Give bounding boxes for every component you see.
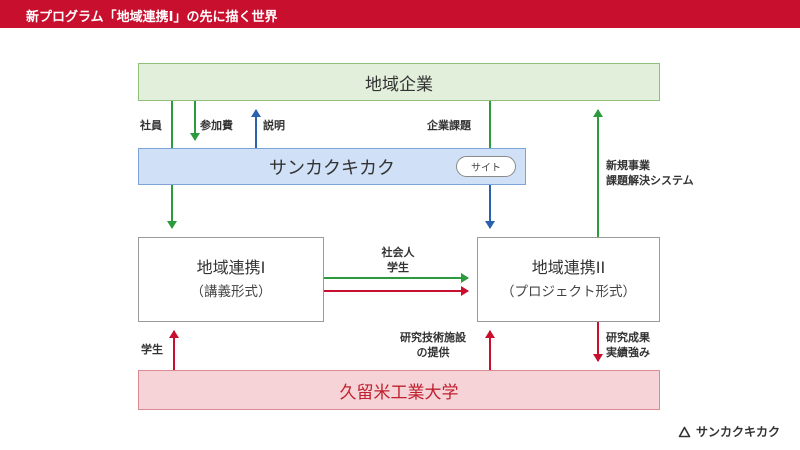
label-facilities-1: 研究技術施設 — [400, 331, 466, 344]
link2-subtitle: （プロジェクト形式） — [501, 283, 636, 300]
label-students: 学生 — [141, 343, 163, 356]
triangle-logo-icon — [678, 426, 691, 437]
box-regional-link-1: 地域連携I （講義形式） — [138, 237, 324, 322]
link1-subtitle: （講義形式） — [190, 283, 272, 300]
label-members-1: 社会人 — [381, 246, 415, 259]
label-facilities-2: の提供 — [416, 346, 450, 359]
site-button[interactable]: サイト — [456, 156, 516, 177]
page-title: 新プログラム「地域連携I」の先に描く世界 — [26, 10, 278, 25]
link1-title: 地域連携I — [196, 257, 266, 277]
label-members-2: 学生 — [387, 261, 409, 274]
university-label: 久留米工業大学 — [339, 382, 459, 403]
label-employees: 社員 — [140, 119, 162, 132]
box-regional-companies: 地域企業 — [138, 63, 660, 101]
sankaku-label: サンカクキカク — [269, 157, 395, 179]
label-new-business-1: 新規事業 — [606, 159, 650, 172]
company-label: 地域企業 — [365, 74, 433, 95]
label-new-business-2: 課題解決システム — [606, 174, 694, 187]
site-button-label: サイト — [471, 163, 501, 174]
label-company-issues: 企業課題 — [427, 119, 471, 132]
header-bar: 新プログラム「地域連携I」の先に描く世界 — [0, 0, 800, 28]
label-explain: 説明 — [263, 119, 285, 132]
brand-name: サンカクキカク — [695, 425, 780, 439]
label-results-1: 研究成果 — [606, 331, 650, 344]
brand-logo: サンカクキカク — [678, 423, 780, 440]
label-results-2: 実績強み — [606, 346, 650, 359]
link2-title: 地域連携II — [531, 257, 606, 277]
box-university: 久留米工業大学 — [138, 370, 660, 410]
box-regional-link-2: 地域連携II （プロジェクト形式） — [477, 237, 660, 322]
box-sankaku-kikaku: サンカクキカク サイト — [138, 148, 526, 185]
label-fee: 参加費 — [200, 119, 233, 132]
